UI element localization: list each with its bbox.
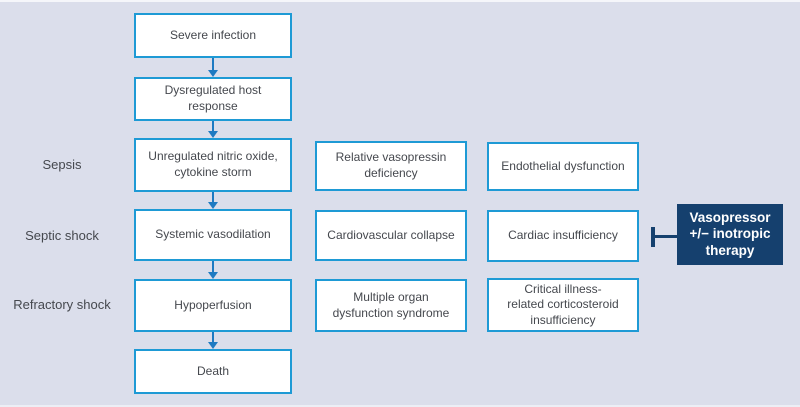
arrow-head-icon: [208, 131, 218, 138]
row-label-septic-shock: Septic shock: [25, 228, 99, 243]
row-label-sepsis: Sepsis: [42, 157, 82, 172]
node-relative-vasopressin-deficiency: Relative vasopressin deficiency: [315, 141, 467, 191]
node-cardiovascular-collapse-label: Cardiovascular collapse: [327, 227, 455, 242]
node-endothelial-dysfunction: Endothelial dysfunction: [487, 142, 639, 191]
therapy-box: Vasopressor +/− inotropic therapy: [677, 204, 783, 265]
node-multiple-organ-dysfunction-label: Multiple organ dysfunction syndrome: [332, 289, 450, 320]
node-dysregulated-host-response: Dysregulated host response: [134, 77, 292, 121]
node-critical-illness-corticosteroid-label: Critical illness- related corticosteroid…: [507, 281, 619, 327]
therapy-box-label: Vasopressor +/− inotropic therapy: [689, 210, 771, 258]
node-critical-illness-corticosteroid: Critical illness- related corticosteroid…: [487, 278, 639, 332]
arrow-down-icon: [208, 332, 218, 349]
node-relative-vasopressin-deficiency-label: Relative vasopressin deficiency: [335, 150, 447, 180]
arrow-head-icon: [208, 70, 218, 77]
arrow-down-icon: [208, 261, 218, 279]
top-edge-strip: [0, 0, 800, 2]
node-severe-infection: Severe infection: [134, 13, 292, 58]
arrow-down-icon: [208, 192, 218, 209]
node-endothelial-dysfunction-label: Endothelial dysfunction: [501, 158, 625, 173]
arrow-down-icon: [208, 58, 218, 77]
arrow-head-icon: [208, 272, 218, 279]
arrow-stem: [212, 58, 214, 71]
arrow-stem: [212, 261, 214, 273]
node-systemic-vasodilation-label: Systemic vasodilation: [155, 227, 271, 242]
node-dysregulated-host-response-label: Dysregulated host response: [164, 83, 262, 113]
node-cardiovascular-collapse: Cardiovascular collapse: [315, 210, 467, 261]
node-death: Death: [134, 349, 292, 394]
arrow-stem: [212, 121, 214, 132]
inhibitor-line: [654, 235, 678, 238]
arrow-down-icon: [208, 121, 218, 138]
bottom-edge-strip: [0, 405, 800, 407]
arrow-head-icon: [208, 202, 218, 209]
node-systemic-vasodilation: Systemic vasodilation: [134, 209, 292, 261]
node-hypoperfusion-label: Hypoperfusion: [174, 297, 252, 312]
node-unregulated-nitric-oxide: Unregulated nitric oxide, cytokine storm: [134, 138, 292, 192]
row-label-refractory-shock: Refractory shock: [13, 297, 111, 312]
node-hypoperfusion: Hypoperfusion: [134, 279, 292, 332]
node-cardiac-insufficiency: Cardiac insufficiency: [487, 210, 639, 262]
node-unregulated-nitric-oxide-label: Unregulated nitric oxide, cytokine storm: [148, 149, 278, 179]
arrow-stem: [212, 332, 214, 343]
arrow-stem: [212, 192, 214, 203]
inhibitor-tbar-icon: [651, 227, 655, 247]
node-cardiac-insufficiency-label: Cardiac insufficiency: [508, 228, 618, 243]
arrow-head-icon: [208, 342, 218, 349]
node-death-label: Death: [196, 363, 230, 378]
node-severe-infection-label: Severe infection: [169, 27, 257, 42]
node-multiple-organ-dysfunction: Multiple organ dysfunction syndrome: [315, 279, 467, 332]
